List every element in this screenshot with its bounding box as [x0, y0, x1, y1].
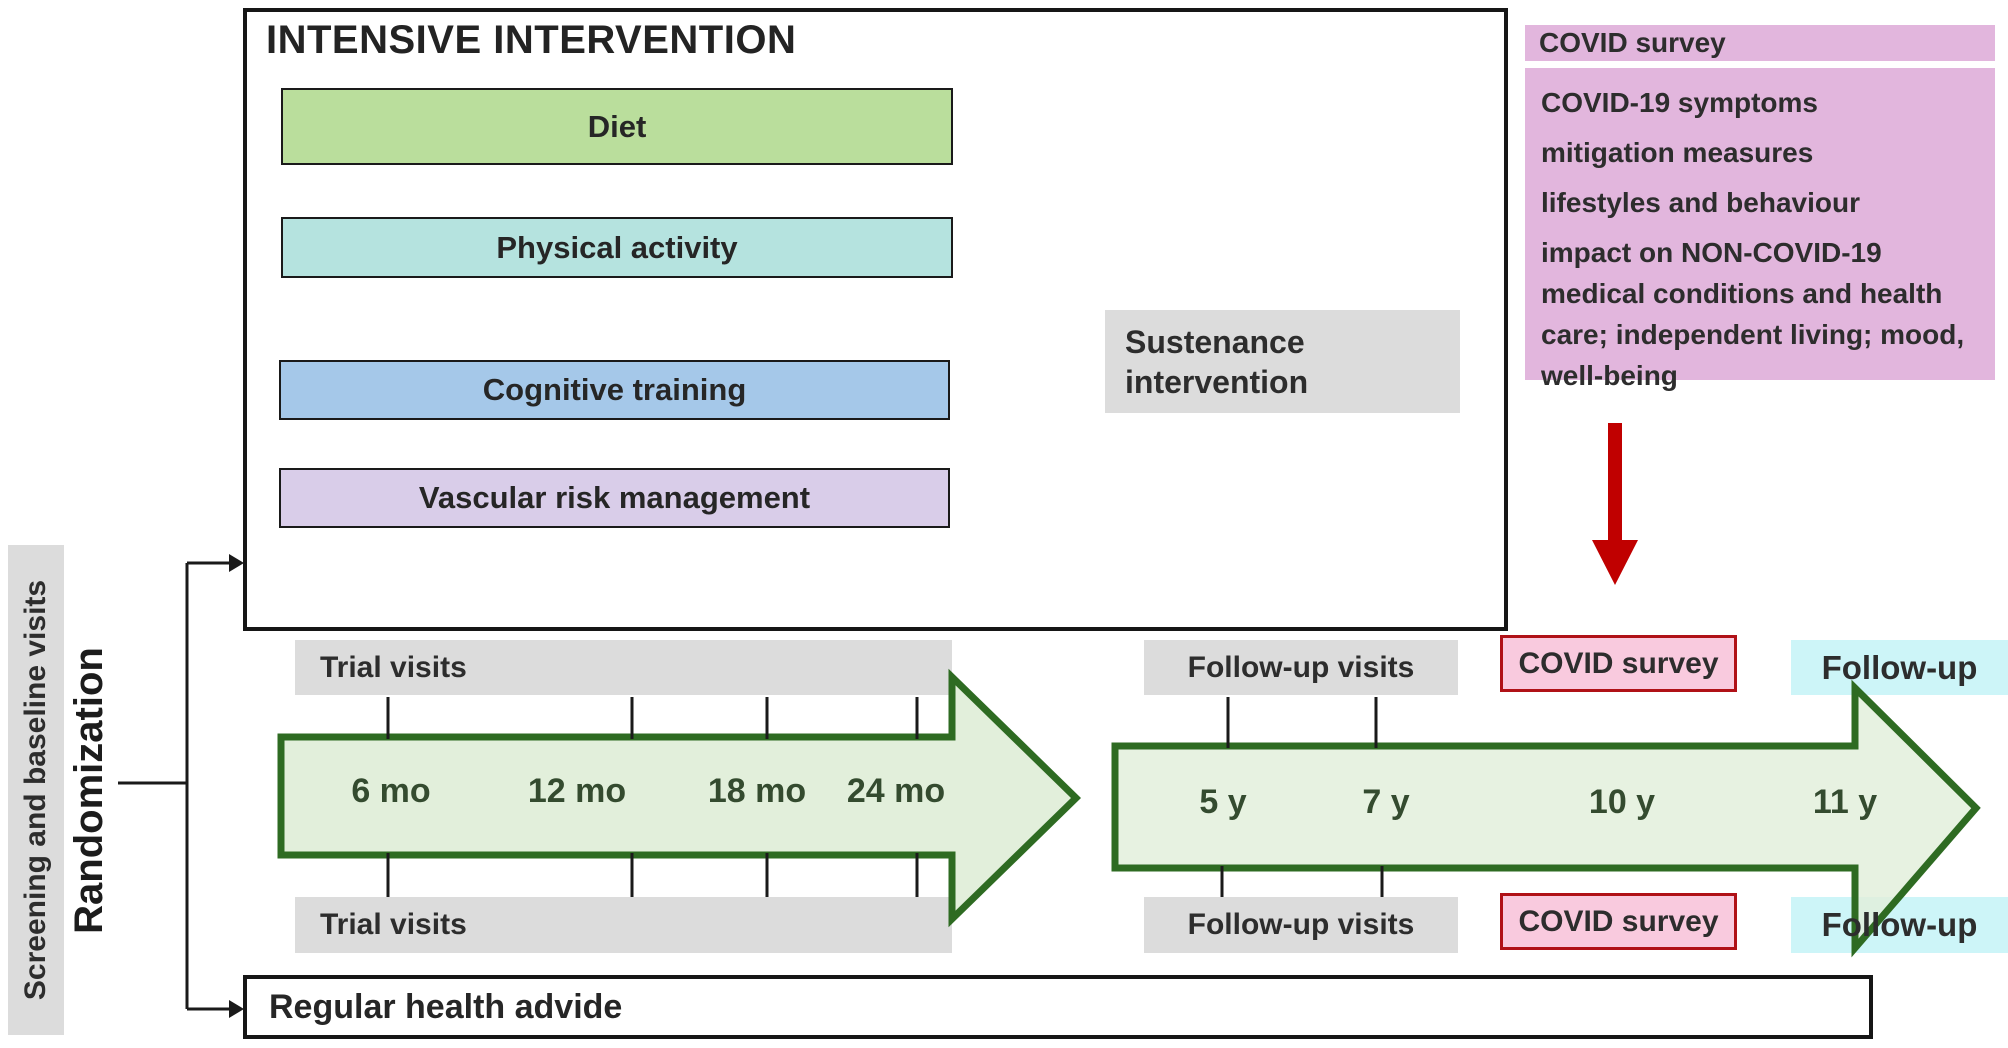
followup-visits-top-label: Follow-up visits [1187, 650, 1415, 684]
milestone-10y: 10 y [1588, 783, 1656, 821]
covid-survey-panel-body: COVID-19 symptoms mitigation measures li… [1525, 68, 1995, 391]
trial-visits-bar-top: Trial visits [295, 640, 952, 695]
arrowhead-to-regular-advice [229, 1000, 244, 1018]
covid-panel-line-mitigation: mitigation measures [1541, 137, 1814, 168]
covid-survey-panel-header: COVID survey [1525, 25, 1995, 61]
physical-activity-bar-label: Physical activity [496, 229, 738, 265]
down-arrow-icon [1592, 423, 1638, 585]
vascular-risk-management-bar: Vascular risk management [279, 468, 950, 528]
diet-bar: Diet [281, 88, 953, 165]
physical-activity-bar: Physical activity [281, 217, 953, 278]
followup-box-top-label: Follow-up [1821, 648, 1978, 686]
milestone-24mo: 24 mo [846, 772, 946, 810]
followup-box-bottom: Follow-up [1791, 897, 2008, 953]
sustenance-intervention-label: Sustenance intervention [1125, 323, 1309, 400]
randomization-label: Randomization [66, 646, 111, 934]
followup-visits-bottom-label: Follow-up visits [1187, 908, 1415, 941]
milestone-12mo: 12 mo [527, 772, 627, 810]
covid-survey-box-bottom: COVID survey [1500, 893, 1737, 950]
screening-baseline-rail: Screening and baseline visits [8, 545, 64, 1035]
followup-visits-bar-top: Follow-up visits [1144, 640, 1458, 695]
milestone-6mo: 6 mo [351, 772, 431, 810]
covid-survey-panel-header-label: COVID survey [1539, 27, 1726, 58]
covid-survey-box-top: COVID survey [1500, 635, 1737, 692]
followup-box-bottom-label: Follow-up [1821, 906, 1978, 943]
milestone-5y: 5 y [1199, 783, 1247, 821]
diet-bar-label: Diet [587, 108, 647, 144]
trial-visits-bottom-label: Trial visits [320, 908, 467, 941]
arrowhead-to-intervention [229, 554, 244, 572]
followup-visits-bar-bottom: Follow-up visits [1144, 897, 1458, 953]
cognitive-training-bar: Cognitive training [279, 360, 950, 420]
covid-survey-box-bottom-label: COVID survey [1518, 904, 1719, 938]
milestone-11y: 11 y [1812, 783, 1878, 821]
covid-panel-line-lifestyles: lifestyles and behaviour [1541, 187, 1860, 218]
followup-box-top: Follow-up [1791, 640, 2008, 695]
sustenance-intervention-box: Sustenance intervention [1105, 310, 1460, 413]
screening-baseline-label: Screening and baseline visits [19, 579, 53, 1001]
trial-visits-bar-bottom: Trial visits [295, 897, 952, 953]
regular-health-advice-box: Regular health advide [243, 975, 1873, 1039]
randomization-connector [118, 561, 230, 1011]
trial-visits-top-label: Trial visits [320, 650, 467, 684]
cognitive-training-bar-label: Cognitive training [482, 372, 747, 407]
milestone-7y: 7 y [1362, 783, 1410, 821]
intensive-intervention-title: INTENSIVE INTERVENTION [266, 18, 797, 62]
regular-health-advice-label: Regular health advide [269, 987, 623, 1026]
covid-panel-line-impact: impact on NON-COVID-19 medical condition… [1541, 237, 1965, 391]
vascular-risk-management-bar-label: Vascular risk management [418, 480, 811, 515]
covid-panel-line-symptoms: COVID-19 symptoms [1541, 87, 1818, 118]
randomization-label-wrap: Randomization [56, 545, 122, 1035]
covid-survey-box-top-label: COVID survey [1518, 646, 1719, 680]
